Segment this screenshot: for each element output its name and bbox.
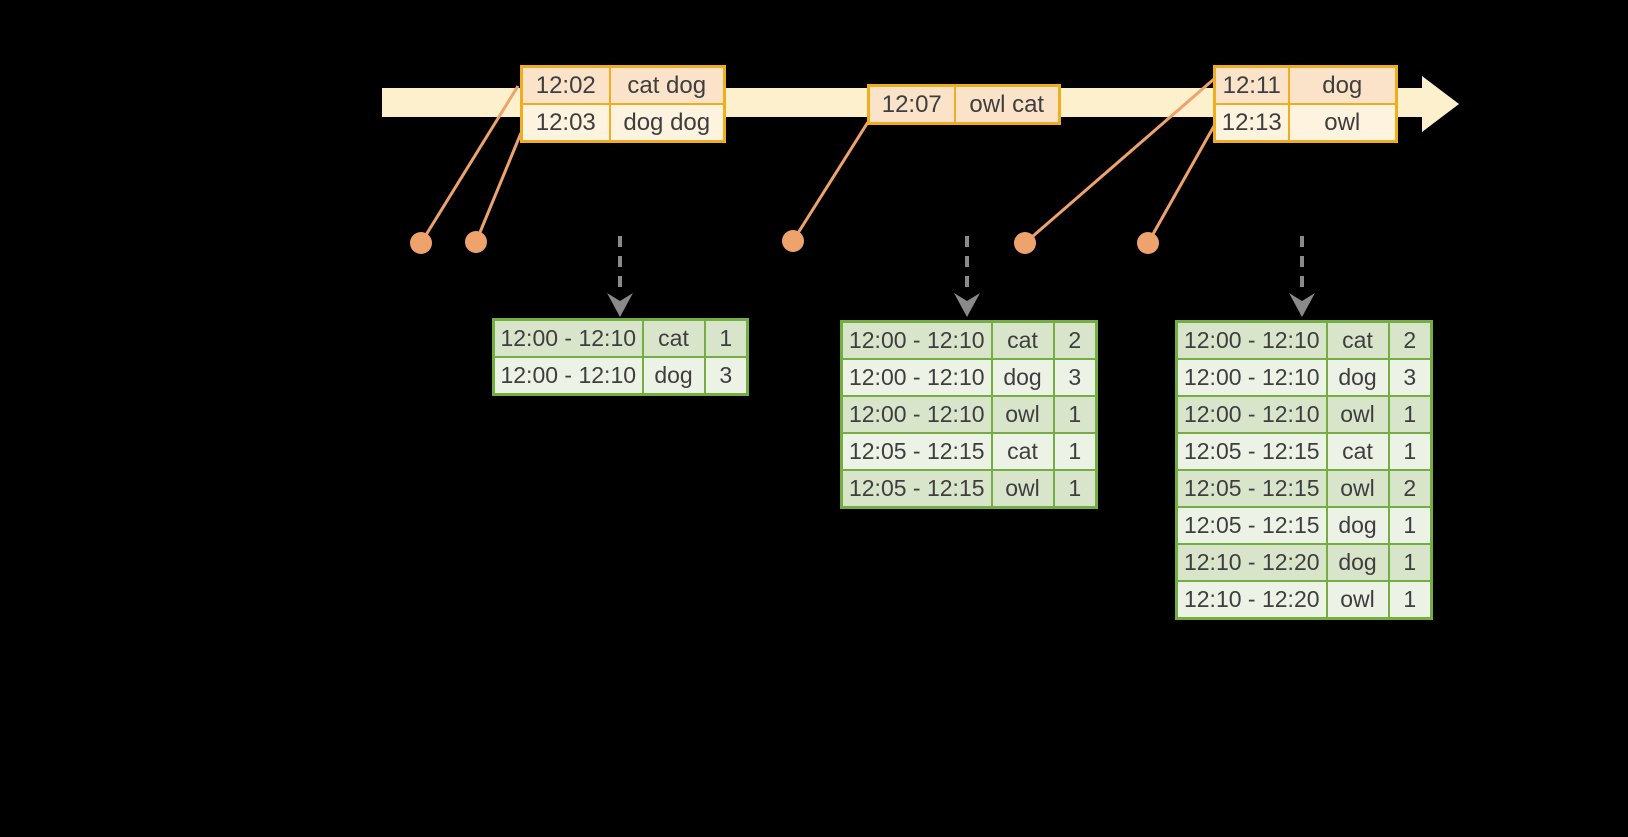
event-marker-line	[419, 85, 520, 244]
count: 1	[1387, 432, 1433, 471]
word: cat	[641, 318, 706, 358]
event-row: 12:13 owl	[1213, 103, 1398, 143]
count: 1	[1387, 506, 1433, 545]
result-row: 12:05 - 12:15 dog 1	[1175, 506, 1433, 545]
window-range: 12:00 - 12:10	[1175, 395, 1328, 434]
result-row: 12:00 - 12:10 owl 1	[840, 395, 1098, 434]
count: 2	[1387, 320, 1433, 360]
event-words: dog	[1287, 65, 1398, 105]
window-range: 12:00 - 12:10	[1175, 320, 1328, 360]
trigger-arrow-head	[607, 293, 633, 317]
window-range: 12:00 - 12:10	[492, 318, 644, 358]
result-row: 12:05 - 12:15 owl 2	[1175, 469, 1433, 508]
event-marker-dot	[1137, 232, 1159, 254]
trigger-arrow-heads	[607, 293, 1315, 317]
trigger-arrow-shafts	[618, 236, 1304, 296]
count: 1	[1052, 395, 1098, 434]
window-range: 12:00 - 12:10	[840, 358, 993, 397]
word: owl	[1325, 580, 1390, 620]
count: 1	[1387, 395, 1433, 434]
count: 2	[1387, 469, 1433, 508]
result-row: 12:00 - 12:10 cat 2	[840, 320, 1098, 360]
result-row: 12:05 - 12:15 owl 1	[840, 469, 1098, 509]
result-row: 12:00 - 12:10 cat 1	[492, 318, 749, 358]
event-words: owl cat	[953, 84, 1061, 125]
result-row: 12:00 - 12:10 cat 2	[1175, 320, 1433, 360]
window-range: 12:00 - 12:10	[840, 320, 993, 360]
result-row: 12:05 - 12:15 cat 1	[1175, 432, 1433, 471]
event-marker-lines	[419, 77, 1216, 245]
event-time: 12:07	[867, 84, 956, 125]
count: 1	[703, 318, 749, 358]
event-time: 12:02	[520, 65, 611, 105]
window-range: 12:05 - 12:15	[1175, 469, 1328, 508]
trigger-arrow-head	[1289, 293, 1315, 317]
result-table-3: 12:00 - 12:10 cat 2 12:00 - 12:10 dog 3 …	[1175, 320, 1433, 620]
result-row: 12:00 - 12:10 dog 3	[492, 356, 749, 396]
word: owl	[990, 395, 1055, 434]
event-table-2: 12:07 owl cat	[867, 84, 1061, 125]
window-range: 12:05 - 12:15	[1175, 432, 1328, 471]
event-marker-line	[791, 121, 870, 242]
window-range: 12:10 - 12:20	[1175, 543, 1328, 582]
word: cat	[1325, 432, 1390, 471]
event-time: 12:03	[520, 103, 611, 143]
event-words: cat dog	[608, 65, 726, 105]
result-row: 12:10 - 12:20 owl 1	[1175, 580, 1433, 620]
event-marker-line	[1024, 77, 1215, 245]
event-marker-dot	[410, 232, 432, 254]
window-range: 12:00 - 12:10	[1175, 358, 1328, 397]
event-marker-line	[474, 132, 523, 243]
count: 3	[703, 356, 749, 396]
word: owl	[1325, 469, 1390, 508]
result-table-1: 12:00 - 12:10 cat 1 12:00 - 12:10 dog 3	[492, 318, 749, 396]
count: 1	[1052, 432, 1098, 471]
event-time: 12:13	[1213, 103, 1290, 143]
event-table-1: 12:02 cat dog 12:03 dog dog	[520, 65, 726, 143]
result-row: 12:00 - 12:10 dog 3	[840, 358, 1098, 397]
count: 3	[1052, 358, 1098, 397]
result-table-2: 12:00 - 12:10 cat 2 12:00 - 12:10 dog 3 …	[840, 320, 1098, 509]
word: dog	[1325, 358, 1390, 397]
event-table-3: 12:11 dog 12:13 owl	[1213, 65, 1398, 143]
word: dog	[1325, 543, 1390, 582]
trigger-arrow-head	[954, 293, 980, 317]
event-row: 12:03 dog dog	[520, 103, 726, 143]
word: owl	[1325, 395, 1390, 434]
window-range: 12:05 - 12:15	[840, 469, 993, 509]
count: 1	[1387, 543, 1433, 582]
count: 1	[1052, 469, 1098, 509]
event-time: 12:11	[1213, 65, 1290, 105]
event-marker-dots	[410, 230, 1159, 254]
event-marker-line	[1146, 125, 1216, 244]
event-words: dog dog	[608, 103, 726, 143]
event-row: 12:07 owl cat	[867, 84, 1061, 125]
word: owl	[990, 469, 1055, 509]
result-row: 12:00 - 12:10 owl 1	[1175, 395, 1433, 434]
result-row: 12:05 - 12:15 cat 1	[840, 432, 1098, 471]
word: dog	[990, 358, 1055, 397]
event-row: 12:02 cat dog	[520, 65, 726, 105]
count: 1	[1387, 580, 1433, 620]
window-range: 12:05 - 12:15	[840, 432, 993, 471]
word: cat	[990, 320, 1055, 360]
event-marker-dot	[1014, 232, 1036, 254]
window-range: 12:10 - 12:20	[1175, 580, 1328, 620]
event-marker-dot	[782, 230, 804, 252]
word: dog	[641, 356, 706, 396]
event-words: owl	[1287, 103, 1398, 143]
result-row: 12:10 - 12:20 dog 1	[1175, 543, 1433, 582]
count: 2	[1052, 320, 1098, 360]
result-row: 12:00 - 12:10 dog 3	[1175, 358, 1433, 397]
word: dog	[1325, 506, 1390, 545]
event-row: 12:11 dog	[1213, 65, 1398, 105]
window-range: 12:00 - 12:10	[492, 356, 644, 396]
window-range: 12:00 - 12:10	[840, 395, 993, 434]
window-range: 12:05 - 12:15	[1175, 506, 1328, 545]
event-marker-dot	[465, 231, 487, 253]
count: 3	[1387, 358, 1433, 397]
word: cat	[990, 432, 1055, 471]
word: cat	[1325, 320, 1390, 360]
